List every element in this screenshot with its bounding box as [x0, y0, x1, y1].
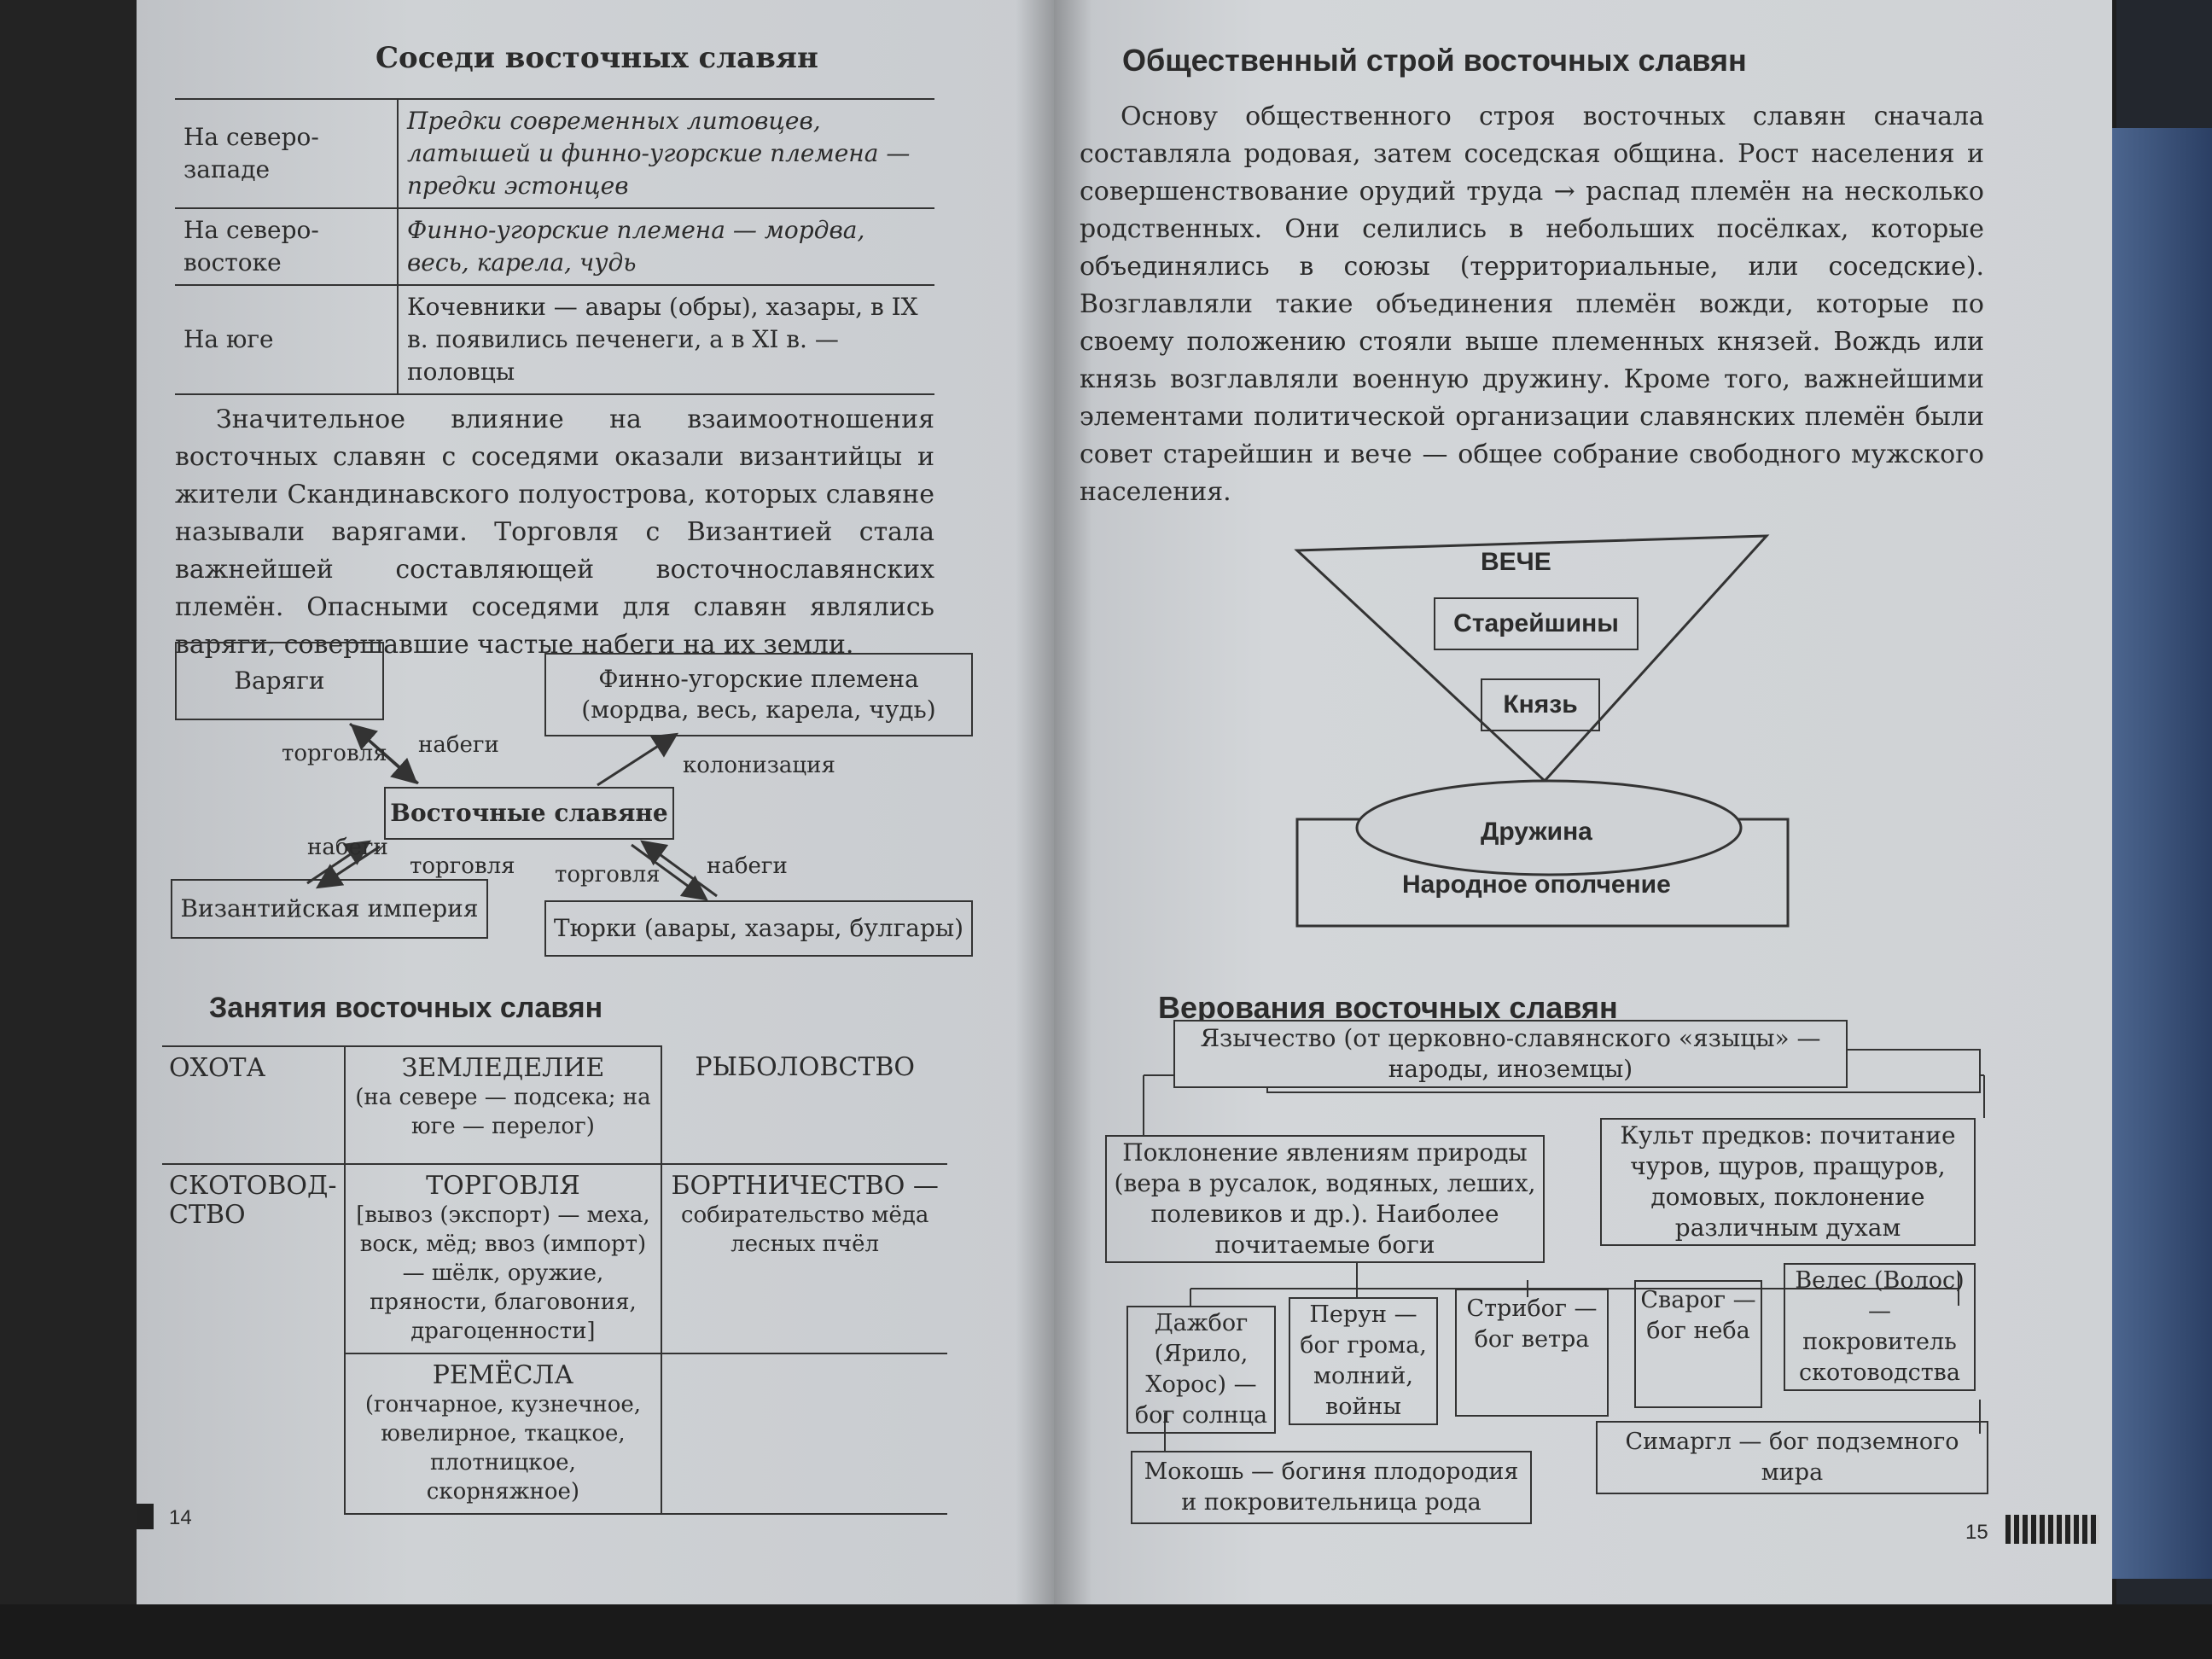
page-tab-mark: [2005, 1515, 2099, 1544]
table-row: На юге Кочевники — авары (обры), хазары,…: [175, 284, 934, 395]
neighbor-direction: На северо-востоке: [175, 207, 399, 286]
god-perun-box: Перун — бог грома, молний, войны: [1289, 1297, 1438, 1425]
finno-ugric-label: Финно-угорские племена: [598, 665, 919, 693]
table-row: СКОТОВОД-СТВО ТОРГОВЛЯ [вывоз (экспорт) …: [162, 1163, 947, 1514]
page-number: 14: [169, 1506, 192, 1529]
occupations-table: ОХОТА ЗЕМЛЕДЕЛИЕ (на севере — подсека; н…: [162, 1045, 947, 1515]
finno-ugric-tribes: (мордва, весь, карела, чудь): [581, 696, 936, 724]
varyagi-box: Варяги: [175, 642, 384, 720]
book-gutter-shadow: [1016, 0, 1092, 1613]
table-row: На северо-западе Предки современных лито…: [175, 98, 934, 209]
god-dazhbog-box: Дажбог (Ярило, Хорос) — бог солнца: [1126, 1306, 1276, 1434]
god-simargl-box: Симаргл — бог подземного мира: [1596, 1421, 1988, 1494]
occupation-cattle: СКОТОВОД-СТВО: [162, 1163, 346, 1514]
social-paragraph: Основу общественного строя восточных сла…: [1080, 102, 1984, 507]
intro-paragraph: Значительное влияние на взаимоотношения …: [175, 405, 934, 660]
occupation-label: ЗЕМЛЕДЕЛИЕ: [401, 1053, 605, 1083]
table-row: РЕМЁСЛА (гончарное, кузнечное, ювелирное…: [162, 1353, 947, 1515]
neighbor-description: Кочевники — авары (обры), хазары, в IX в…: [398, 284, 934, 395]
elders-box: Старейшины: [1434, 597, 1639, 650]
east-slavs-box: Восточные славяне: [384, 787, 674, 840]
occupation-beekeeping: БОРТНИЧЕСТВО — собирательство мёда лесны…: [661, 1163, 947, 1354]
occupation-label: СКОТОВОД-СТВО: [169, 1171, 337, 1230]
god-svarog-box: Сварог — бог неба: [1634, 1280, 1762, 1408]
table-row: На северо-востоке Финно-угорские племена…: [175, 207, 934, 286]
occupation-empty: [661, 1353, 947, 1515]
raids-label: набеги: [307, 835, 388, 860]
veche-label: ВЕЧЕ: [1481, 548, 1551, 576]
beliefs-title: Верования восточных славян: [1158, 990, 1618, 1025]
social-title: Общественный строй восточных славян: [1122, 43, 1747, 78]
occupation-label: РЕМЁСЛА: [432, 1360, 574, 1390]
neighbors-table: На северо-западе Предки современных лито…: [175, 98, 934, 395]
occupation-trade: ТОРГОВЛЯ [вывоз (экспорт) — меха, воск, …: [343, 1163, 663, 1354]
pyramid-diagram: [1294, 534, 1790, 928]
turks-box: Тюрки (авары, хазары, булгары): [544, 900, 973, 957]
occupation-note: собирательство мёда лесных пчёл: [680, 1202, 929, 1257]
occupation-hunting: ОХОТА: [162, 1045, 346, 1165]
occupation-note: [вывоз (экспорт) — меха, воск, мёд; ввоз…: [356, 1202, 650, 1344]
druzhina-label: Дружина: [1481, 818, 1592, 846]
book-cover-edge: [2108, 128, 2212, 1579]
left-page: Соседи восточных славян На северо-западе…: [137, 0, 1054, 1613]
neighbor-direction: На юге: [175, 284, 399, 395]
byzantium-box: Византийская империя: [171, 879, 488, 939]
occupation-crafts: РЕМЁСЛА (гончарное, кузнечное, ювелирное…: [343, 1353, 663, 1515]
goddess-mokosh-box: Мокошь — богиня плодородия и покровитель…: [1131, 1451, 1532, 1524]
occupation-label: БОРТНИЧЕСТВО —: [671, 1171, 939, 1201]
paganism-box: Язычество (от церковно-славянского «языц…: [1173, 1020, 1848, 1088]
raids-label: набеги: [707, 853, 788, 879]
raids-label: набеги: [418, 732, 499, 758]
ancestor-cult-box: Культ предков: почитание чуров, щуров, п…: [1600, 1118, 1976, 1246]
colonization-label: колонизация: [683, 753, 835, 778]
prince-box: Князь: [1481, 678, 1600, 731]
neighbor-description: Предки современных литовцев, латышей и ф…: [398, 98, 934, 209]
nature-worship-box: Поклонение явлениям природы (вера в руса…: [1105, 1135, 1545, 1263]
trade-label: торговля: [410, 853, 515, 879]
occupation-label: ТОРГОВЛЯ: [426, 1171, 580, 1201]
occupation-note: (на севере — подсека; на юге — перелог): [355, 1085, 651, 1139]
trade-label: торговля: [555, 862, 661, 888]
desk-background: [0, 0, 154, 1659]
right-page: Общественный строй восточных славян Осно…: [1054, 0, 2112, 1613]
god-veles-box: Велес (Волос) — покровитель скотоводства: [1784, 1263, 1976, 1391]
table-row: ОХОТА ЗЕМЛЕДЕЛИЕ (на севере — подсека; н…: [162, 1045, 947, 1165]
page-tab-mark: [137, 1504, 154, 1529]
occupations-title: Занятия восточных славян: [209, 992, 603, 1024]
neighbor-description: Финно-угорские племена — мордва, весь, к…: [398, 207, 934, 286]
occupation-farming: ЗЕМЛЕДЕЛИЕ (на севере — подсека; на юге …: [343, 1045, 663, 1165]
desk-background-bottom: [0, 1604, 2212, 1659]
neighbor-direction: На северо-западе: [175, 98, 399, 209]
militia-label: Народное ополчение: [1402, 870, 1671, 899]
occupation-label: ОХОТА: [169, 1053, 266, 1083]
occupation-note: (гончарное, кузнечное, ювелирное, ткацко…: [364, 1392, 642, 1505]
occupation-label: РЫБОЛОВСТВО: [695, 1052, 915, 1082]
neighbors-title: Соседи восточных славян: [375, 41, 818, 75]
finno-ugric-box: Финно-угорские племена (мордва, весь, ка…: [544, 653, 973, 736]
trade-label: торговля: [282, 741, 387, 766]
page-number: 15: [1965, 1521, 1988, 1544]
diagram-arrows: [306, 722, 718, 901]
god-stribog-box: Стрибог — бог ветра: [1455, 1289, 1609, 1417]
occupation-fishing: РЫБОЛОВСТВО: [661, 1046, 947, 1165]
